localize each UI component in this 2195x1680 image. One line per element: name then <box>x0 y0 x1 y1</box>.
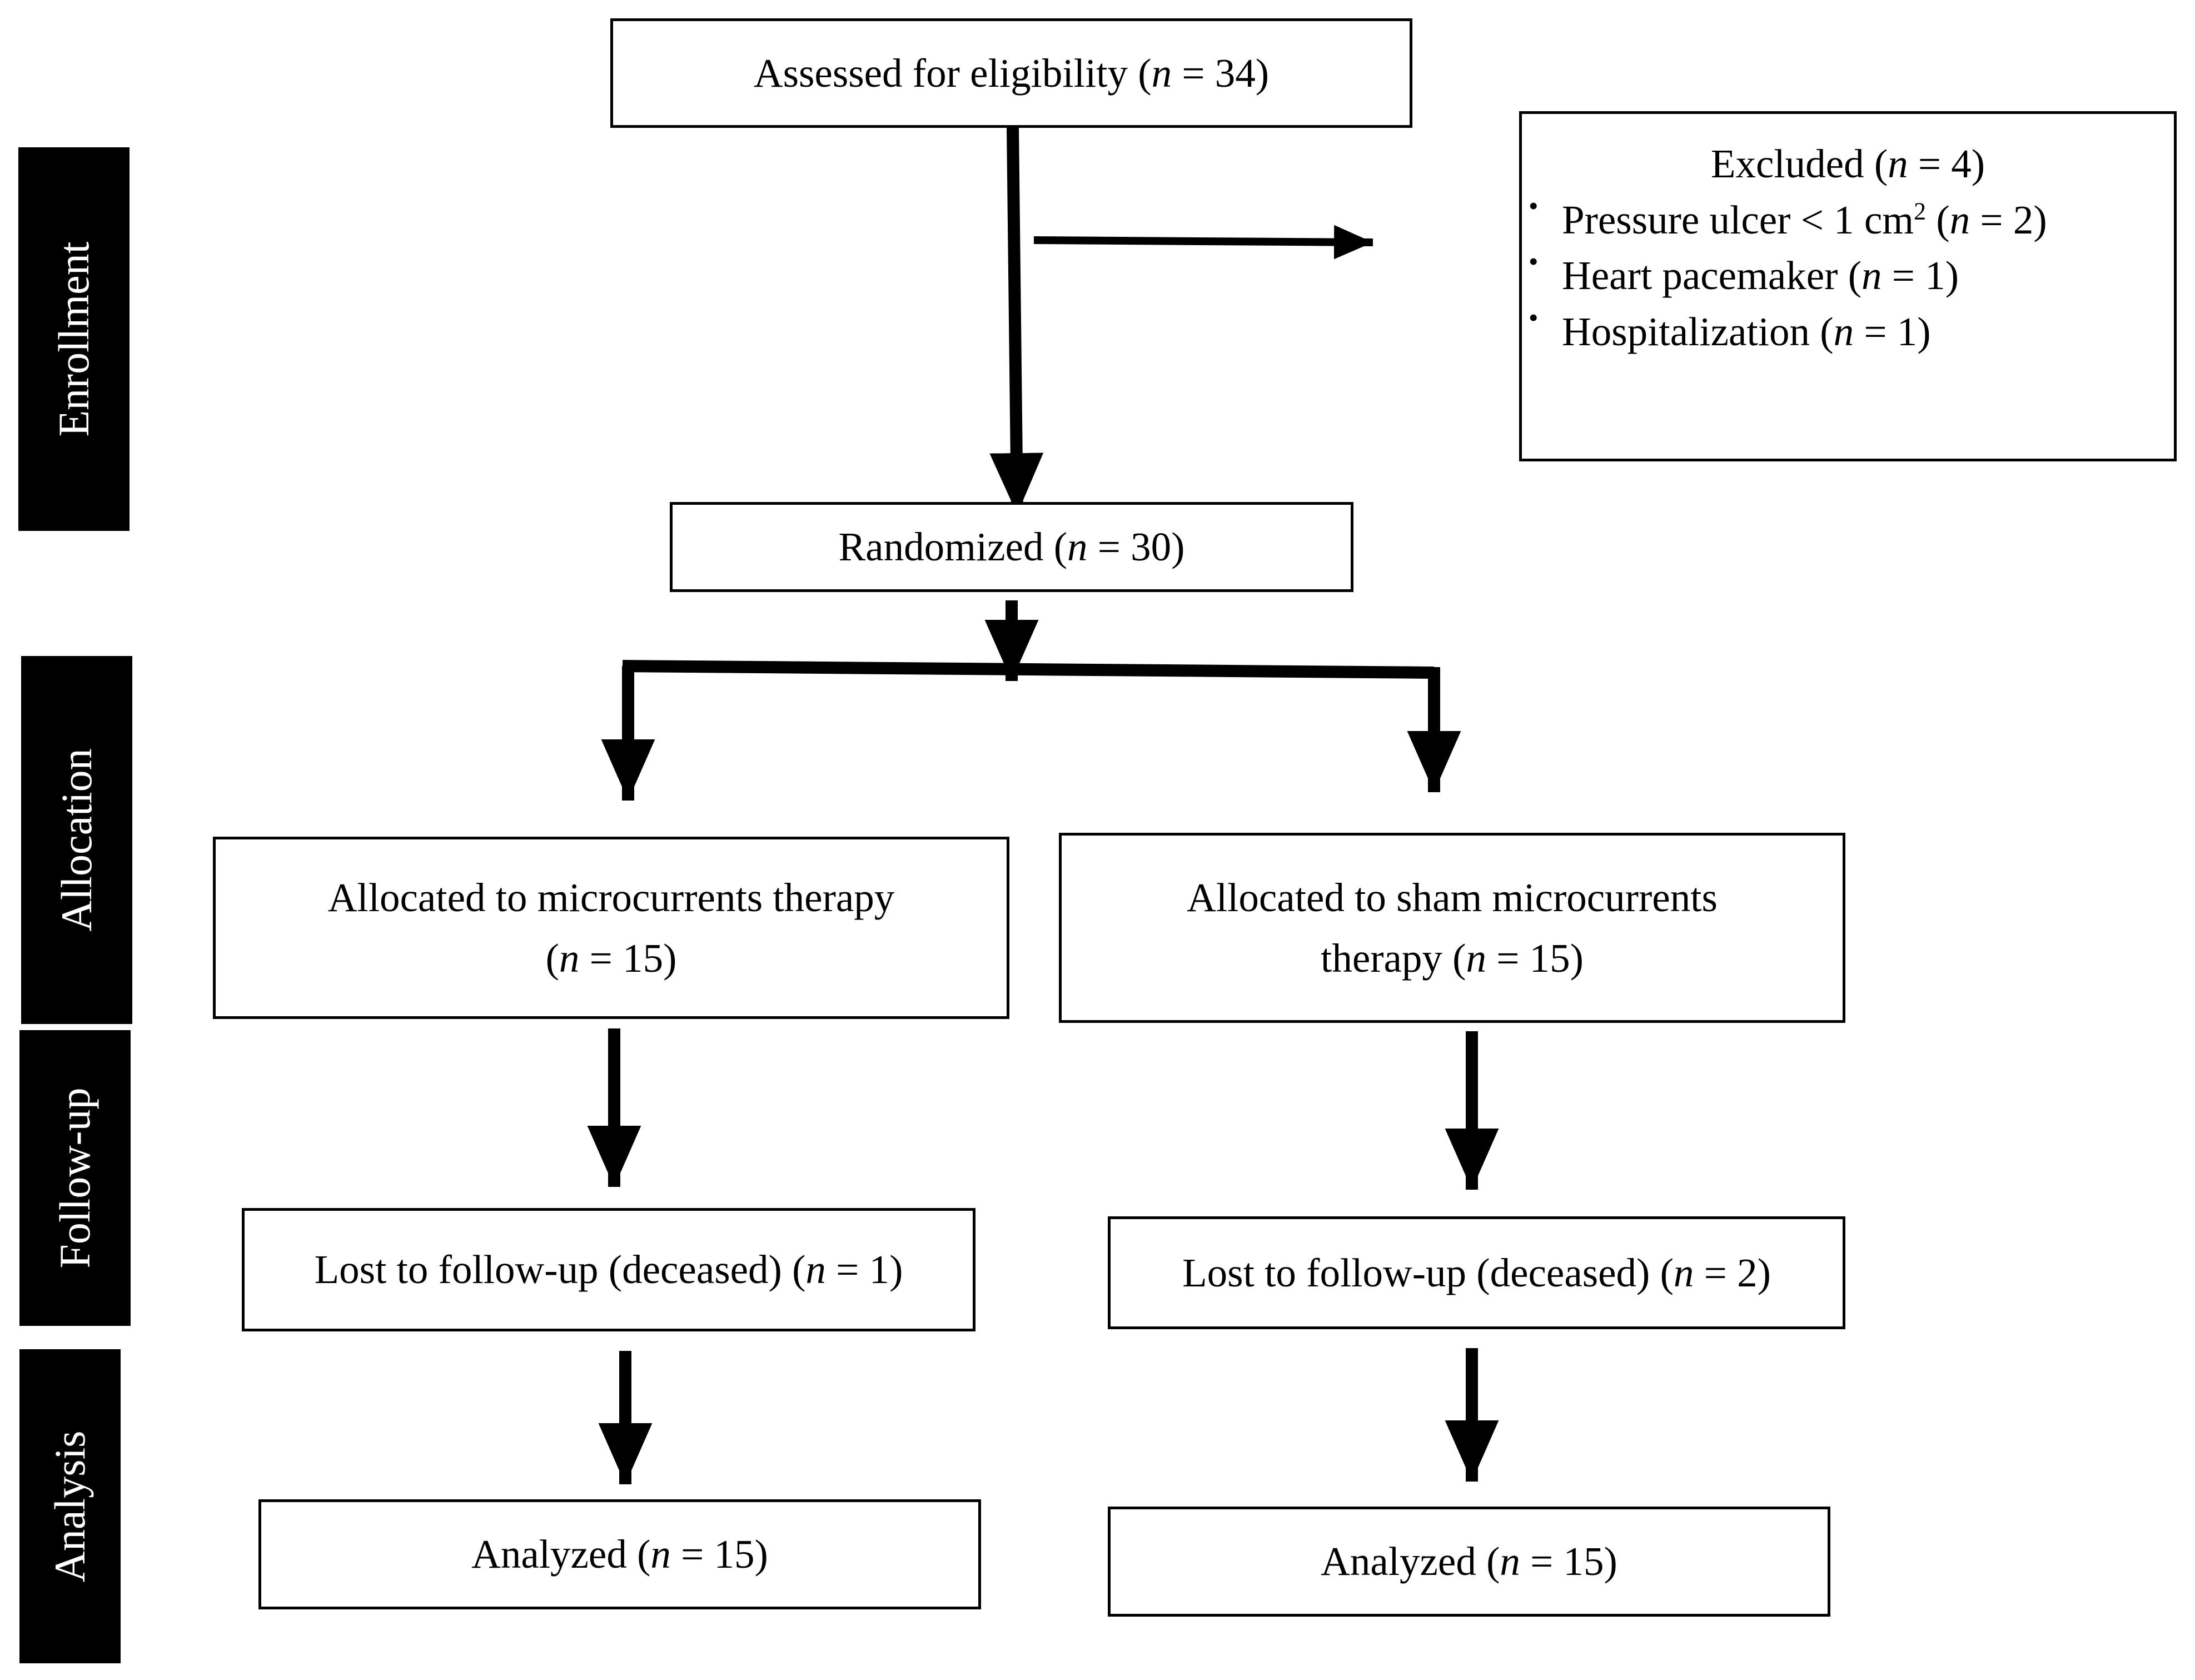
assessed-box: Assessed for eligibility (n = 34) <box>610 18 1412 128</box>
phase-follow-up: Follow-up <box>19 1030 131 1326</box>
lost-sham-text: Lost to follow-up (deceased) (n = 2) <box>1182 1250 1771 1295</box>
excluded-reason-heart-pacemaker: Heart pacemaker (n = 1) <box>1529 242 2152 304</box>
phase-analysis: Analysis <box>19 1349 121 1663</box>
analyzed-sham-text: Analyzed (n = 15) <box>1321 1539 1617 1584</box>
analyzed-sham-box: Analyzed (n = 15) <box>1108 1507 1830 1617</box>
phase-analysis-label: Analysis <box>46 1430 94 1582</box>
arrow-to-excluded <box>1033 225 1373 260</box>
analyzed-microcurrents-box: Analyzed (n = 15) <box>258 1499 981 1609</box>
lost-sham-box: Lost to follow-up (deceased) (n = 2) <box>1108 1216 1845 1329</box>
analyzed-microcurrents-text: Analyzed (n = 15) <box>471 1532 768 1577</box>
randomized-box: Randomized (n = 30) <box>670 502 1353 592</box>
lost-microcurrents-text: Lost to follow-up (deceased) (n = 1) <box>314 1247 903 1293</box>
phase-allocation-label: Allocation <box>52 748 101 932</box>
randomized-text: Randomized (n = 30) <box>838 524 1185 570</box>
allocated-microcurrents-box: Allocated to microcurrents therapy(n = 1… <box>213 837 1009 1019</box>
phase-enrollment-label: Enrollment <box>49 241 98 437</box>
split-bar <box>622 660 1435 679</box>
excluded-box: Excluded (n = 4) Pressure ulcer < 1 cm2 … <box>1519 111 2177 461</box>
arrow-assessed-to-randomized <box>989 127 1044 515</box>
excluded-reason-pressure-ulcer: Pressure ulcer < 1 cm2 (n = 2) <box>1529 187 2152 248</box>
excluded-reason-hospitalization: Hospitalization (n = 1) <box>1529 299 2152 360</box>
allocated-microcurrents-text: Allocated to microcurrents therapy(n = 1… <box>327 874 895 981</box>
excluded-title: Excluded (n = 4) <box>1710 141 1985 186</box>
phase-follow-up-label: Follow-up <box>51 1087 99 1269</box>
phase-allocation: Allocation <box>21 656 132 1024</box>
assessed-text: Assessed for eligibility (n = 34) <box>753 50 1270 96</box>
phase-enrollment: Enrollment <box>18 147 130 531</box>
excluded-reasons: Pressure ulcer < 1 cm2 (n = 2) Heart pac… <box>1522 187 2152 360</box>
lost-microcurrents-box: Lost to follow-up (deceased) (n = 1) <box>242 1208 975 1331</box>
